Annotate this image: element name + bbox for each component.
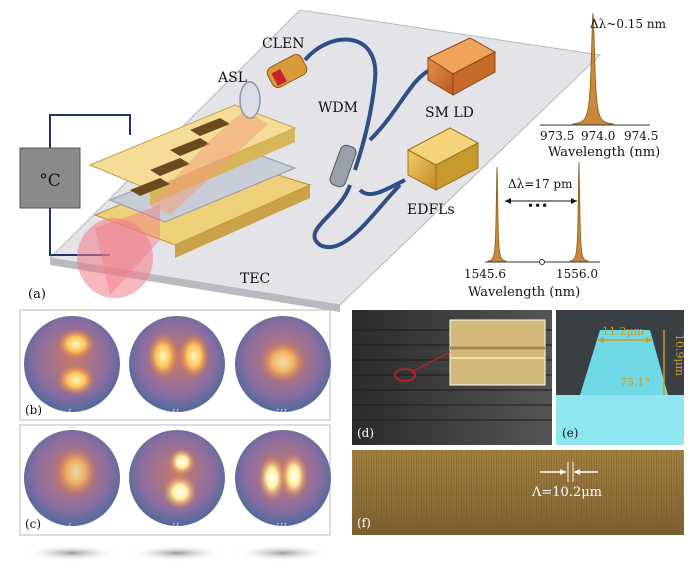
pump-annotation: Δλ~0.15 nm <box>590 17 667 31</box>
label-asl: ASL <box>217 70 247 86</box>
tec-wire-top <box>49 114 131 148</box>
micro-e-height: 10.9μm <box>673 334 686 377</box>
mode-c-ii-lobe-bottom <box>162 474 198 510</box>
micro-e-width-arrow-r <box>646 337 652 343</box>
separation-arrow-left <box>505 198 511 204</box>
micro-f-frame <box>352 450 684 535</box>
shadow-3 <box>235 545 331 561</box>
mode-c-ii-lobe-top <box>168 448 196 476</box>
fiber-clen <box>303 37 378 171</box>
edfl-box-side <box>435 142 479 191</box>
pump-peak <box>572 12 614 126</box>
mode-c-sub-2: ii <box>172 521 180 535</box>
mode-c-iii-lobe-right <box>280 452 308 500</box>
laser-xlabel: Wavelength (nm) <box>468 285 580 300</box>
mode-b-i-disk <box>24 316 120 412</box>
pump-tick-1: 973.5 <box>540 129 574 143</box>
spectrum-laser: Δλ=17 pm ••• 1545.6 1556.0 Wavelength (n… <box>464 161 600 300</box>
micro-d-marker <box>394 368 416 382</box>
output-beam-cone <box>77 218 153 298</box>
mode-c-sub-3: iii <box>276 521 288 535</box>
electrode-3 <box>170 138 210 156</box>
micro-e-angle: 75.1° <box>620 376 650 389</box>
micro-f-arrow-right-head <box>574 469 580 475</box>
label-edfls: EDFLs <box>407 202 455 218</box>
electrode-2 <box>150 158 190 176</box>
temperature-label: °C <box>39 171 61 191</box>
shadow-1 <box>24 545 120 561</box>
mode-b-iii-spot <box>259 340 307 384</box>
electrode-1 <box>130 178 170 196</box>
micro-e-substrate <box>556 395 684 445</box>
separation-arrow-right <box>571 198 577 204</box>
mode-b-ii-lobe-right <box>178 332 210 380</box>
shadow-2 <box>129 545 225 561</box>
output-beam <box>150 110 268 215</box>
mode-b-sub-2: ii <box>172 407 180 421</box>
setup-panel: °C CL <box>19 9 602 312</box>
mode-images: (b) i ii iii (c) i ii iii <box>19 309 331 561</box>
panel-label-e: (e) <box>562 426 578 440</box>
pump-tick-2: 974.0 <box>581 129 615 143</box>
mode-b-sub-3: iii <box>276 407 288 421</box>
micro-d-inset <box>449 319 546 386</box>
label-clen: CLEN <box>262 36 304 52</box>
temperature-controller <box>19 147 81 209</box>
pump-xlabel: Wavelength (nm) <box>548 145 660 160</box>
aspheric-lens <box>239 81 261 119</box>
micro-f-grating <box>353 450 682 535</box>
separation-dots: ••• <box>527 199 548 213</box>
micro-f-arrow-left-head <box>560 469 566 475</box>
fiber-smld <box>368 68 432 142</box>
micro-e-ridge <box>580 330 668 395</box>
micro-f-period: Λ=10.2μm <box>531 485 602 500</box>
panel-label-f: (f) <box>357 516 371 530</box>
spectrum-pump: Δλ~0.15 nm 973.5 974.0 974.5 Wavelength … <box>540 12 667 160</box>
output-beam-cone-body <box>95 205 160 295</box>
laser-annotation: Δλ=17 pm <box>508 177 573 191</box>
sm-ld-box-side <box>452 51 496 96</box>
micrographs: (d) 11.2μm 10.9μm 75.1° (e) Λ=10.2μm (f) <box>352 310 686 535</box>
mode-b-i-lobe-bottom <box>56 364 96 396</box>
laser-peak-2 <box>569 161 589 263</box>
laser-peak-1 <box>487 166 507 263</box>
mode-c-iii-lobe-left <box>258 454 286 502</box>
axis-break <box>539 259 545 265</box>
laser-tick-1: 1545.6 <box>464 267 506 281</box>
label-tec: TEC <box>240 271 270 287</box>
mode-c-sub-1: i <box>68 521 72 535</box>
micro-d-pointer <box>411 351 451 373</box>
label-wdm: WDM <box>318 100 358 116</box>
electrode-4 <box>190 118 230 136</box>
mode-b-ii-lobe-left <box>147 332 179 380</box>
micro-e-width: 11.2μm <box>602 325 645 338</box>
mode-c-i-spot <box>54 446 98 498</box>
micro-e-width-arrow-l <box>598 337 604 343</box>
label-sm-ld: SM LD <box>425 105 474 121</box>
panel-label-b: (b) <box>25 403 42 417</box>
fiber-loop <box>312 183 402 250</box>
fiber-edfl <box>358 178 406 197</box>
panel-label-d: (d) <box>357 426 374 440</box>
panel-label-c: (c) <box>25 517 41 531</box>
laser-tick-2: 1556.0 <box>556 267 598 281</box>
pump-tick-3: 974.5 <box>624 129 658 143</box>
panel-label-a: (a) <box>28 287 46 302</box>
tec-base-side <box>175 185 310 258</box>
collimating-lens-ring <box>271 68 287 86</box>
wdm-coupler <box>329 144 357 188</box>
mode-b-i-lobe-top <box>56 328 96 360</box>
mode-b-sub-1: i <box>68 407 72 421</box>
